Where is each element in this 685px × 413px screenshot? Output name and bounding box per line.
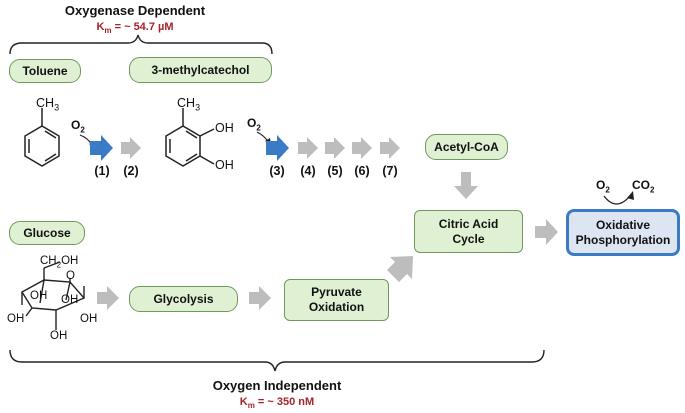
glucose-oh-c4: OH bbox=[30, 290, 48, 302]
km-k: K bbox=[96, 21, 105, 33]
glucose-ring-o: O bbox=[66, 270, 75, 282]
methylcatechol-structure bbox=[165, 108, 215, 167]
blue-arrow-1 bbox=[90, 135, 113, 161]
co2-sub: 2 bbox=[650, 185, 655, 195]
ch3-c: CH bbox=[36, 96, 55, 110]
o2-label-step1: O2 bbox=[71, 118, 85, 134]
o2-sub-1: 2 bbox=[80, 125, 85, 135]
co2-symbol: CO bbox=[632, 178, 650, 192]
o2-symbol-2: O bbox=[247, 116, 257, 130]
oxygen-independent-title: Oxygen Independent bbox=[212, 378, 342, 393]
catechol-oh-1: OH bbox=[215, 121, 234, 135]
o2-sub-2: 2 bbox=[256, 123, 261, 133]
glucose-oh-c2: OH bbox=[61, 294, 79, 306]
arrow-citric-to-oxphos bbox=[535, 219, 558, 245]
gray-arrow-5 bbox=[325, 137, 345, 159]
km-value: = ~ 54.7 µM bbox=[111, 21, 174, 33]
citric-line2: Cycle bbox=[452, 231, 485, 246]
arrow-glucose-to-glycolysis bbox=[97, 286, 119, 310]
glucose-oh-c1: OH bbox=[80, 313, 98, 325]
toluene-structure bbox=[24, 108, 60, 167]
o2-label-step3: O2 bbox=[247, 116, 261, 132]
gray-arrow-4 bbox=[298, 137, 318, 159]
pyruvate-line1: Pyruvate bbox=[311, 285, 362, 299]
o2-co2-arrowhead bbox=[627, 191, 634, 200]
arrow-acetyl-to-citric bbox=[454, 172, 478, 199]
gray-arrow-2 bbox=[121, 137, 141, 159]
oxphos-line2: Phosphorylation bbox=[575, 232, 671, 247]
step-5: (5) bbox=[327, 164, 343, 178]
acetyl-coa-label: Acetyl-CoA bbox=[425, 134, 508, 160]
oxphos-line1: Oxidative bbox=[595, 217, 650, 232]
step-7: (7) bbox=[382, 164, 398, 178]
toluene-ch3: CH3 bbox=[36, 96, 59, 113]
glucose-structure bbox=[21, 261, 86, 330]
km-sub-2: m bbox=[247, 401, 255, 411]
ch3-c-2: CH bbox=[177, 96, 196, 110]
oxygenase-km: Km = ~ 54.7 µM bbox=[55, 21, 215, 35]
bottom-bracket bbox=[9, 349, 545, 372]
methylcatechol-label: 3-methylcatechol bbox=[129, 57, 272, 83]
o2-sub-3: 2 bbox=[605, 185, 610, 195]
gray-arrow-6 bbox=[352, 137, 372, 159]
o2-co2-curve bbox=[603, 195, 631, 205]
ch3-sub: 3 bbox=[54, 102, 60, 113]
km-sub: m bbox=[104, 26, 112, 36]
co2-label-oxphos: CO2 bbox=[632, 178, 654, 194]
ch2oh-c: CH bbox=[40, 255, 57, 267]
o2-symbol-3: O bbox=[596, 178, 606, 192]
toluene-label: Toluene bbox=[9, 59, 81, 83]
arrow-pyruvate-to-citric bbox=[387, 256, 413, 282]
pyruvate-line2: Oxidation bbox=[308, 300, 365, 314]
ch2oh-tail: OH bbox=[61, 255, 79, 267]
step-6: (6) bbox=[354, 164, 370, 178]
catechol-oh-2: OH bbox=[215, 158, 234, 172]
km-value-2: = ~ 350 nM bbox=[254, 396, 315, 408]
glycolysis-label: Glycolysis bbox=[129, 286, 238, 312]
ch3-sub-2: 3 bbox=[195, 102, 201, 113]
oxygen-independent-km: Km = ~ 350 nM bbox=[197, 396, 357, 410]
glucose-oh-c3: OH bbox=[7, 313, 25, 325]
glucose-oh-bottom: OH bbox=[50, 330, 68, 342]
step-4: (4) bbox=[300, 164, 316, 178]
oxygenase-dependent-title: Oxygenase Dependent bbox=[64, 3, 206, 18]
glucose-label: Glucose bbox=[9, 221, 85, 245]
ch2oh-sub: 2 bbox=[56, 260, 62, 270]
catechol-ch3: CH3 bbox=[177, 96, 200, 113]
glucose-ch2oh: CH2OH bbox=[40, 255, 78, 269]
arrow-glycolysis-to-pyruvate bbox=[249, 286, 271, 310]
gray-arrow-7 bbox=[380, 137, 400, 159]
step-3: (3) bbox=[269, 164, 285, 178]
step-2: (2) bbox=[123, 164, 139, 178]
step-1: (1) bbox=[94, 164, 110, 178]
o2-symbol-1: O bbox=[71, 118, 81, 132]
o2-label-oxphos: O2 bbox=[596, 178, 610, 194]
km-k-2: K bbox=[239, 396, 248, 408]
blue-arrow-3 bbox=[266, 135, 289, 161]
top-bracket bbox=[9, 34, 273, 55]
citric-line1: Citric Acid bbox=[438, 216, 499, 231]
